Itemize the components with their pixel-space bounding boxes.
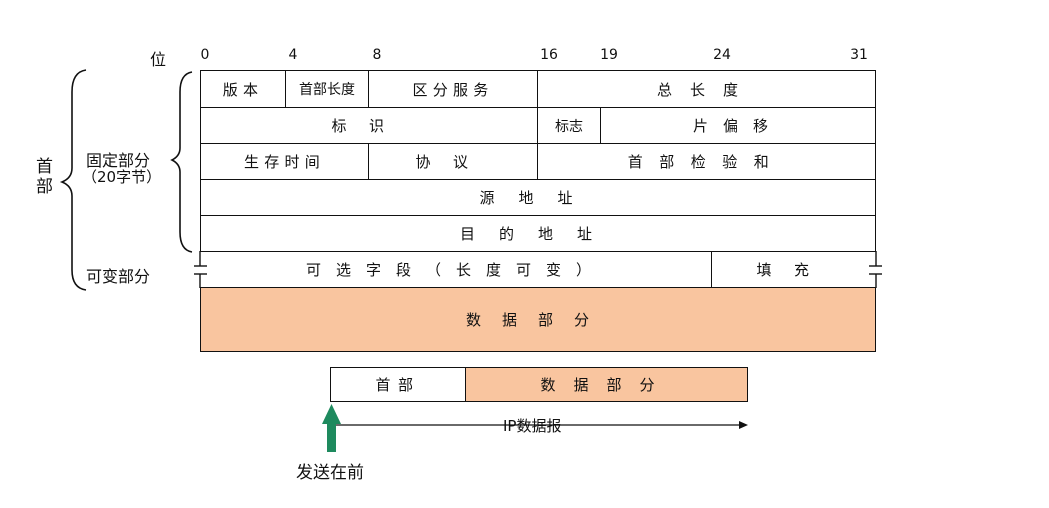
options-field: 可选字段（长度可变） xyxy=(200,251,712,288)
header-length-field: 首部长度 xyxy=(285,70,369,108)
bit-position: 4 xyxy=(288,47,298,63)
send-first-label: 发送在前 xyxy=(296,463,364,483)
bit-position: 31 xyxy=(850,47,868,63)
left-break-mark xyxy=(194,251,207,288)
data-field: 数据部分 xyxy=(200,287,876,352)
bit-position: 8 xyxy=(372,47,382,63)
total-length-field: 总长度 xyxy=(537,70,876,108)
bit-position: 19 xyxy=(600,47,618,63)
bit-position: 0 xyxy=(200,47,210,63)
source-address-field: 源地址 xyxy=(200,179,876,216)
fixed-part-label: 固定部分 xyxy=(86,151,151,170)
protocol-field: 协议 xyxy=(368,143,538,180)
variable-part-label: 可变部分 xyxy=(86,267,151,286)
bit-axis-label: 位 xyxy=(150,50,167,69)
datagram-data-box: 数据部分 xyxy=(465,367,748,402)
flags-field: 标志 xyxy=(537,107,601,144)
datagram-span-arrowhead xyxy=(739,421,748,429)
fixed-size-label: （20字节） xyxy=(82,168,162,186)
ttl-field: 生存时间 xyxy=(200,143,369,180)
header-brace xyxy=(59,69,87,291)
bit-position: 24 xyxy=(713,47,731,63)
datagram-header-box: 首部 xyxy=(330,367,466,402)
identification-field: 标识 xyxy=(200,107,538,144)
padding-field: 填充 xyxy=(711,251,876,288)
bit-position: 16 xyxy=(540,47,558,63)
right-break-mark xyxy=(869,251,882,288)
send-first-arrow xyxy=(322,404,341,452)
checksum-field: 首部检验和 xyxy=(537,143,876,180)
fixed-part-brace xyxy=(170,71,193,253)
header-label: 首部 xyxy=(36,157,53,197)
